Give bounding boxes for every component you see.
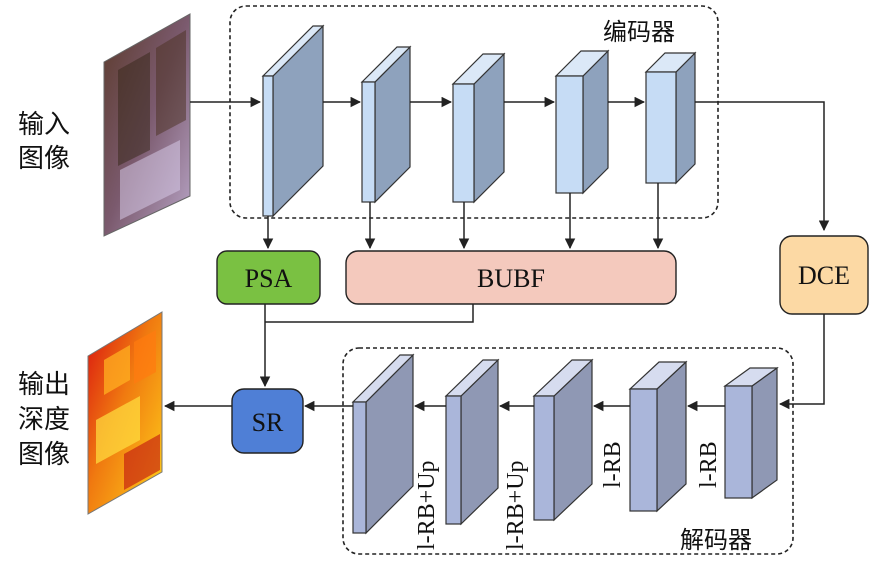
input-label-line2: 图像 [18,144,70,174]
bubf-label: BUBF [477,264,545,293]
decoder-block-5 [723,366,779,500]
decoder-block-4 [628,360,688,513]
encoder-block-4 [554,49,610,195]
encoder-label: 编码器 [603,18,675,46]
output-label-line1: 输出 [18,370,70,400]
output-depth-image [87,311,163,515]
decoder-region [342,347,794,555]
input-image [103,13,191,237]
encoder-block-5 [644,51,697,185]
decoder-label: 解码器 [680,526,752,554]
encoder-block-3 [451,52,506,204]
bubf-module [345,250,677,305]
arrow-dce-to-decoder [778,314,825,410]
encoder-block-2 [360,45,412,204]
sr-label: SR [252,408,284,437]
decoder-block-2 [444,358,500,526]
output-label-line3: 图像 [18,440,70,470]
decoder-block-label-2: l-RB+Up [503,460,529,550]
encoder-block-1 [261,24,325,218]
arrow-encoder-to-dce [695,101,830,232]
output-label-line2: 深度 [18,405,70,435]
decoder-block-label-4: l-RB [696,441,722,488]
decoder-block-3 [532,358,594,522]
decoder-block-1 [351,353,415,535]
dce-label: DCE [798,261,850,290]
encoder-region [229,5,719,219]
sr-module [231,388,304,454]
decoder-block-label-3: l-RB [600,441,626,488]
decoder-block-label-1: l-RB+Up [414,460,440,550]
psa-label: PSA [245,264,293,293]
input-label-line1: 输入 [18,110,70,140]
line-bubf-to-psa-path [265,304,474,323]
psa-module [216,250,321,305]
